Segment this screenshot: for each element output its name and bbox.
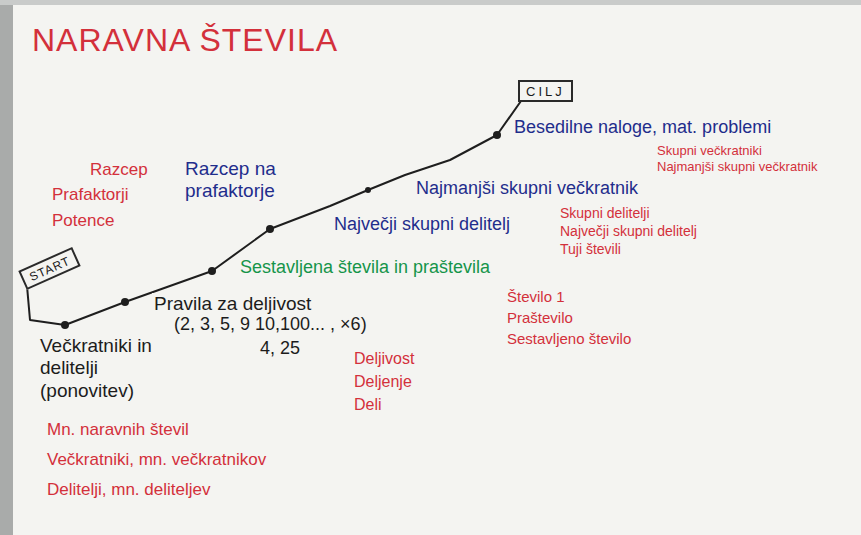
board-note: Največji skupni delitelj bbox=[332, 214, 512, 235]
board-note: Deljivost bbox=[352, 350, 416, 369]
board-note: Tuji števili bbox=[558, 241, 623, 258]
sign-board: START bbox=[18, 247, 80, 290]
board-note: Skupni večkratniki bbox=[655, 143, 764, 158]
board-note: Praštevilo bbox=[505, 309, 575, 327]
sign-text: START bbox=[28, 255, 73, 285]
board-note: Skupni delitelji bbox=[558, 205, 652, 222]
board-note: Deljenje bbox=[352, 373, 414, 392]
route-line bbox=[27, 101, 521, 325]
board-note: Potence bbox=[50, 211, 116, 231]
board-note: Deli bbox=[352, 396, 384, 415]
board-note: (2, 3, 5, 9 10,100... , ×6) bbox=[172, 314, 369, 335]
board-note: Sestavljena števila in praštevila bbox=[238, 257, 492, 278]
board-note: Mn. naravnih števil bbox=[45, 420, 191, 440]
board-note: Prafaktorji bbox=[50, 185, 131, 205]
board-note: Sestavljeno število bbox=[505, 330, 633, 348]
board-frame bbox=[0, 0, 13, 535]
board-note: Delitelji, mn. deliteljev bbox=[45, 480, 212, 500]
board-note: Najmanjši skupni večkratnik bbox=[414, 178, 640, 199]
sign-board: CILJ bbox=[518, 80, 573, 102]
board-note: Razcep na prafaktorje bbox=[183, 158, 332, 203]
board-title: NARAVNA ŠTEVILA bbox=[30, 22, 340, 60]
sign-text: CILJ bbox=[526, 85, 565, 99]
board-note: Število 1 bbox=[505, 288, 567, 306]
milestone-dot bbox=[121, 298, 129, 306]
board-note: Največji skupni delitelj bbox=[558, 223, 699, 240]
milestone-dot bbox=[365, 187, 371, 193]
board-note: 4, 25 bbox=[258, 338, 302, 359]
milestone-dot bbox=[208, 267, 216, 275]
board-note: Najmanjši skupni večkratnik bbox=[655, 159, 819, 174]
milestone-dot bbox=[61, 321, 69, 329]
board-note: Besedilne naloge, mat. problemi bbox=[512, 117, 773, 138]
milestone-dot bbox=[493, 131, 501, 139]
board-note: Razcep bbox=[88, 160, 150, 180]
board-note: Pravila za deljivost bbox=[152, 293, 313, 315]
milestone-dot bbox=[266, 225, 274, 233]
board-note: Večkratniki in delitelji (ponovitev) bbox=[38, 335, 182, 402]
board-note: Večkratniki, mn. večkratnikov bbox=[45, 450, 268, 470]
board-frame bbox=[0, 0, 861, 5]
